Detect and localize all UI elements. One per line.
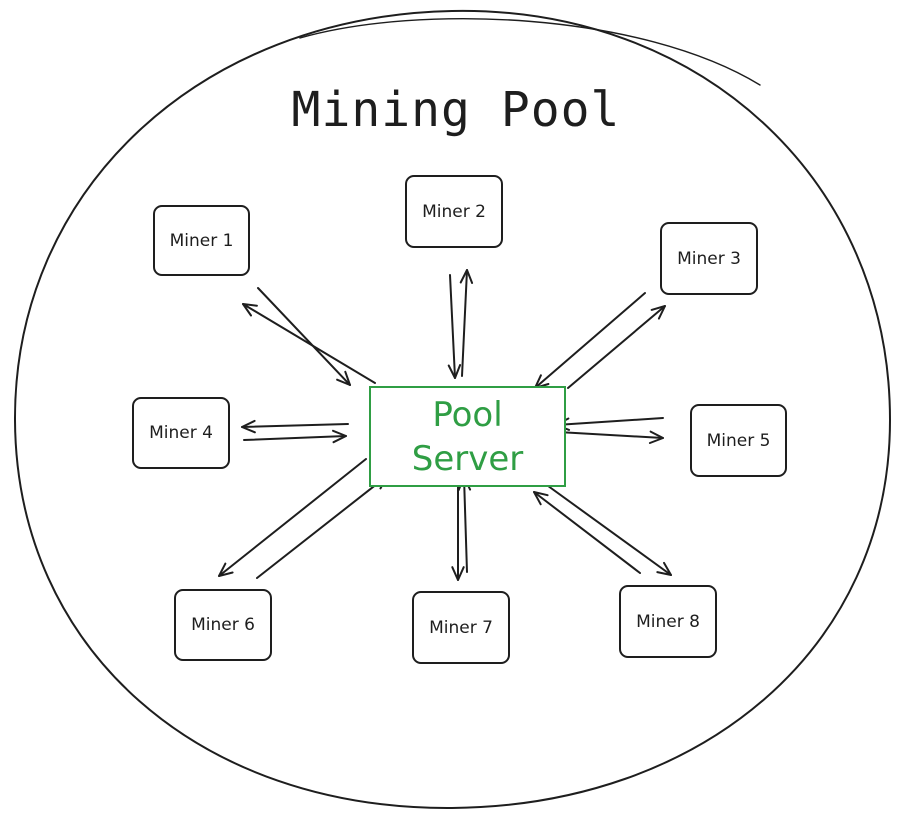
arrowhead-icon [451,566,465,581]
connection-arrow-miner-6-to-server [218,458,367,577]
connection-arrow-miner-8-to-server [533,491,641,574]
pool-boundary-circle [13,9,892,810]
arrowhead-icon [336,370,351,386]
connection-arrow-miner-1-to-server [257,287,351,386]
connection-arrow-server-to-miner-5 [557,431,664,439]
arrowhead-icon [650,305,666,320]
connection-arrow-miner-3-to-server [534,292,646,389]
connection-arrow-server-to-miner-6 [256,475,388,579]
miner-node-3[interactable]: Miner 3 [660,222,758,295]
miner-label: Miner 5 [706,430,771,451]
miner-node-1[interactable]: Miner 1 [153,205,250,276]
miner-label: Miner 4 [149,423,213,443]
miner-label: Miner 2 [422,201,486,222]
miner-label: Miner 8 [636,611,700,632]
miner-node-4[interactable]: Miner 4 [132,397,230,469]
miner-label: Miner 1 [169,230,234,251]
miner-node-8[interactable]: Miner 8 [619,585,717,658]
connection-arrow-server-to-miner-2 [461,269,468,377]
pool-server-label-line2: Server [411,438,524,479]
arrowhead-icon [332,429,347,444]
connection-arrow-server-to-miner-4 [243,435,347,441]
connection-arrow-miner-4-to-server [241,423,349,428]
miner-node-6[interactable]: Miner 6 [174,589,272,661]
connection-arrow-miner-5-to-server [555,417,664,426]
miner-label: Miner 6 [191,615,255,635]
connection-arrow-server-to-miner-8 [543,482,672,576]
arrowhead-icon [459,269,474,284]
connection-arrow-server-to-miner-3 [567,305,666,389]
arrowhead-icon [447,364,462,379]
pool-server-label-line1: Pool [432,394,503,435]
connection-arrow-server-to-miner-7 [463,476,468,573]
arrowhead-icon [656,561,672,576]
miner-node-5[interactable]: Miner 5 [690,404,787,477]
arrowhead-icon [241,419,256,434]
miner-label: Miner 3 [677,248,741,269]
arrowhead-icon [218,562,234,577]
pool-server-node[interactable]: Pool Server [369,386,566,487]
diagram-title: Mining Pool [291,82,621,138]
arrowhead-icon [242,303,258,317]
arrowhead-icon [533,491,549,506]
miner-node-7[interactable]: Miner 7 [412,591,510,664]
miner-label: Miner 7 [429,617,493,638]
miner-node-2[interactable]: Miner 2 [405,175,503,248]
arrowhead-icon [648,430,664,444]
pool-boundary-circle-overstroke [299,18,761,86]
connection-arrow-server-to-miner-1 [242,303,376,384]
connection-arrow-miner-2-to-server [449,274,456,379]
